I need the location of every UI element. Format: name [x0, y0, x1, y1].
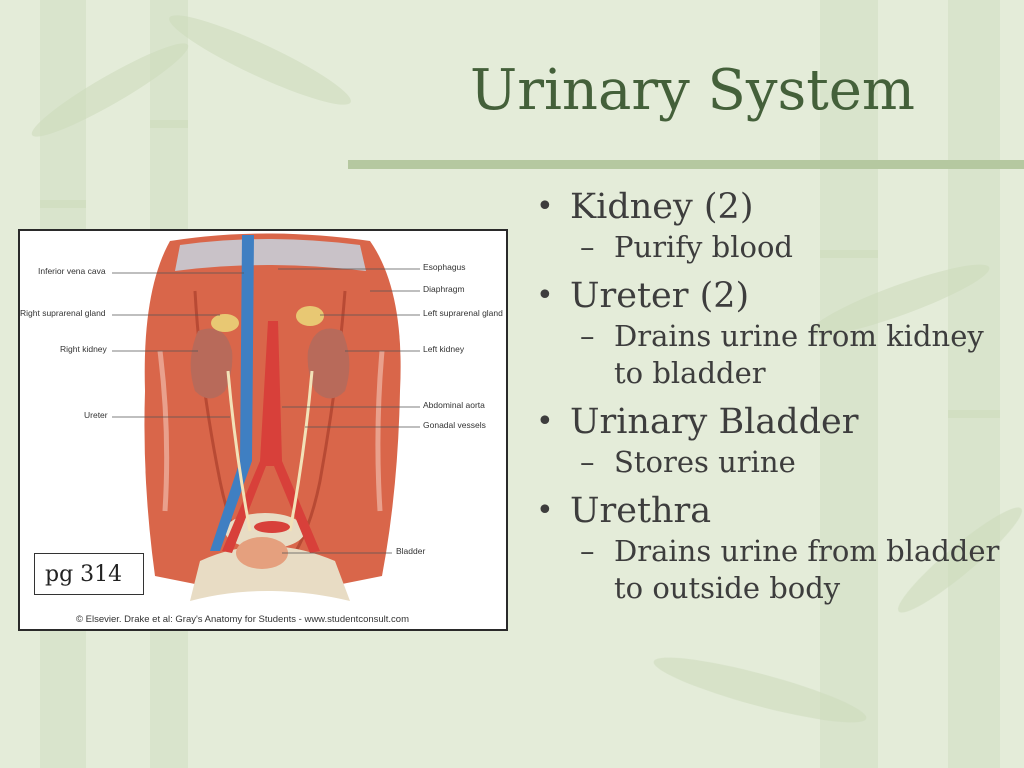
bullet-text: Kidney (2) [570, 187, 754, 227]
sub-bullet-stores: –Stores urine [536, 444, 1016, 481]
urinary-system-illustration [112, 233, 420, 601]
bullet-text: Ureter (2) [570, 276, 750, 316]
label-diaphragm: Diaphragm [423, 284, 465, 294]
label-bladder: Bladder [396, 546, 426, 556]
figure-credit: © Elsevier. Drake et al: Gray's Anatomy … [76, 614, 410, 625]
label-right-suprarenal-gland: Right suprarenal gland [20, 308, 106, 318]
bullet-kidney: • Kidney (2) [536, 185, 1016, 229]
label-inferior-vena-cava: Inferior vena cava [38, 266, 106, 276]
bullet-text: Urethra [570, 491, 712, 531]
bullet-dot: • [536, 189, 554, 224]
sub-bullet-purify: –Purify blood [536, 229, 1016, 266]
dash: – [580, 319, 595, 353]
label-gonadal-vessels: Gonadal vessels [423, 420, 486, 430]
label-ureter: Ureter [84, 410, 108, 420]
bullet-ureter: • Ureter (2) [536, 274, 1016, 318]
sub-bullet-drains-kidney: –Drains urine from kidney to bladder [536, 318, 1016, 392]
bullet-text: Urinary Bladder [570, 402, 859, 442]
page-reference: pg 314 [34, 553, 144, 595]
label-left-kidney: Left kidney [423, 344, 465, 354]
label-right-kidney: Right kidney [60, 344, 107, 354]
bullet-list: •Kidney (2) –Purify blood •Ureter (2) –D… [536, 183, 1016, 615]
sub-bullet-text: Purify blood [614, 230, 793, 264]
sub-bullet-drains-bladder: –Drains urine from bladder to outside bo… [536, 533, 1016, 607]
dash: – [580, 230, 595, 264]
dash: – [580, 534, 595, 568]
slide-title: Urinary System [470, 58, 916, 123]
label-abdominal-aorta: Abdominal aorta [423, 400, 485, 410]
bullet-dot: • [536, 404, 554, 439]
label-left-suprarenal-gland: Left suprarenal gland [423, 308, 503, 318]
bullet-dot: • [536, 493, 554, 528]
anatomy-figure: Inferior vena cava Right suprarenal glan… [18, 229, 508, 631]
bullet-dot: • [536, 278, 554, 313]
sub-bullet-text: Stores urine [614, 445, 796, 479]
title-divider [348, 160, 1024, 169]
label-esophagus: Esophagus [423, 262, 466, 272]
bullet-bladder: • Urinary Bladder [536, 400, 1016, 444]
dash: – [580, 445, 595, 479]
bullet-urethra: • Urethra [536, 489, 1016, 533]
sub-bullet-text: Drains urine from kidney to bladder [614, 319, 984, 390]
sub-bullet-text: Drains urine from bladder to outside bod… [614, 534, 1000, 605]
